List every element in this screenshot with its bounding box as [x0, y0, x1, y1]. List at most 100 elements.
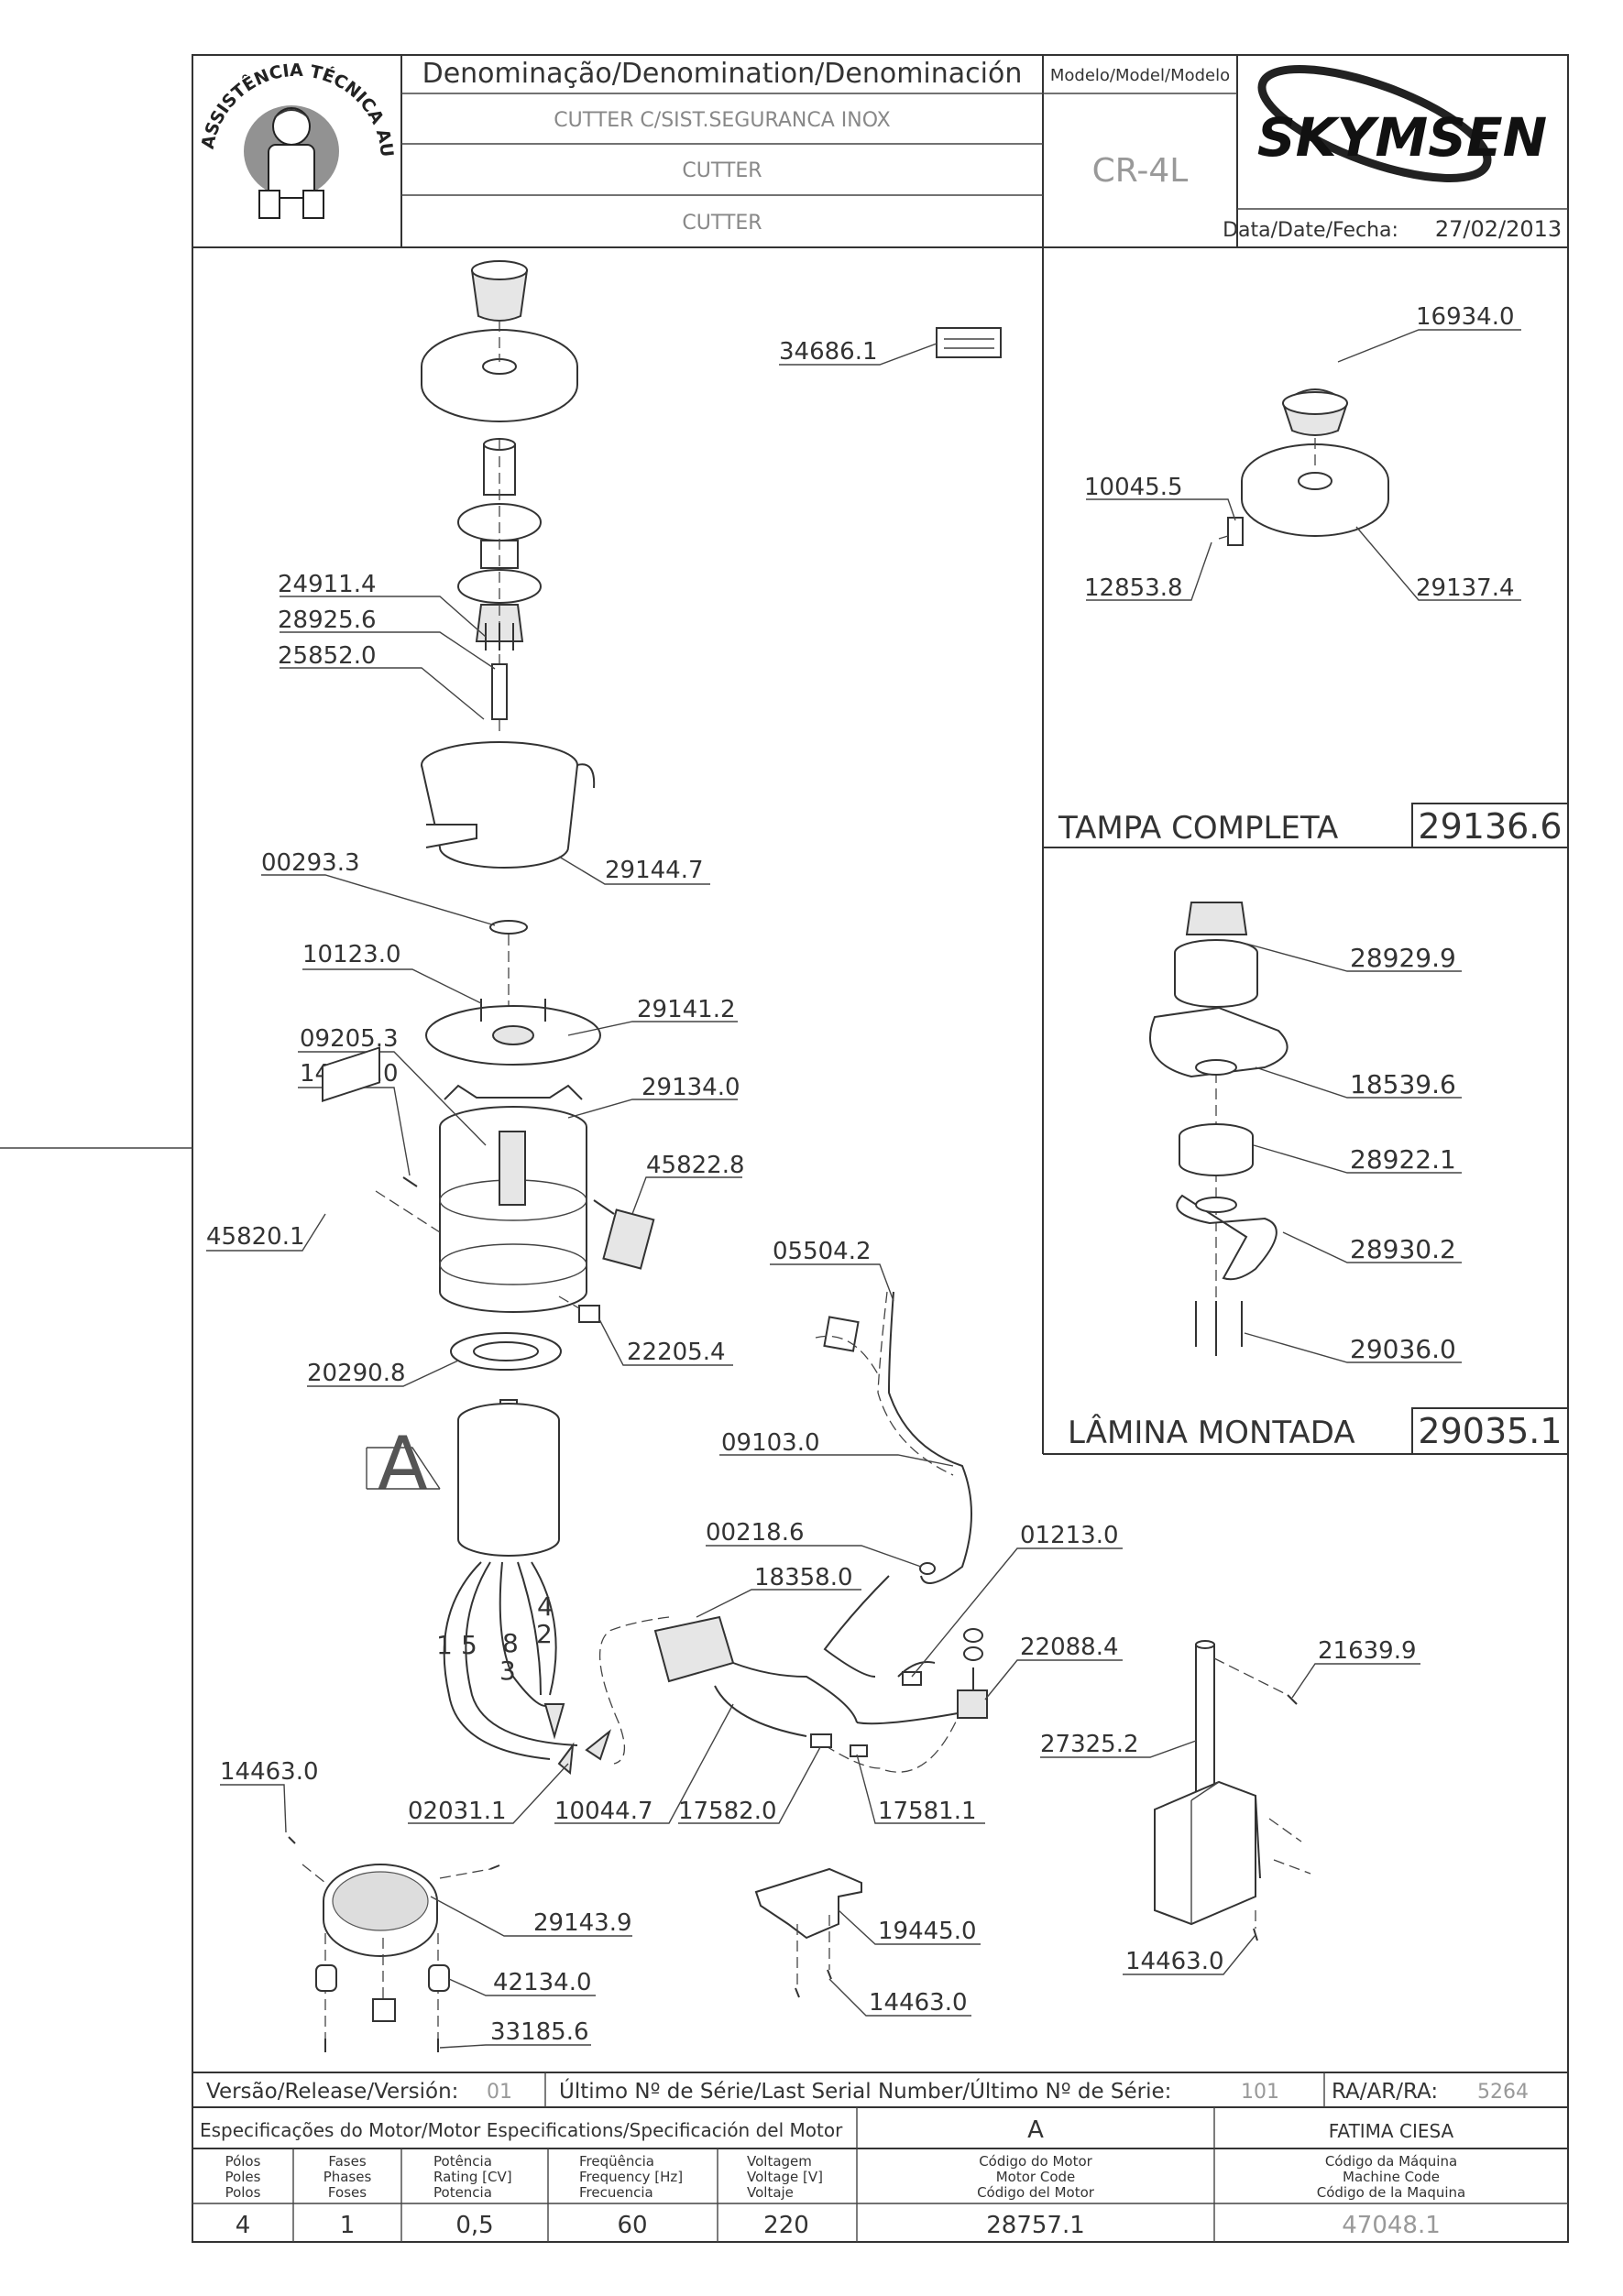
svg-text:Poles: Poles [225, 2169, 261, 2185]
machine-code-value: 47048.1 [1342, 2212, 1441, 2239]
svg-text:Código del Motor: Código del Motor [977, 2184, 1095, 2201]
part-21639: 21639.9 [1318, 1637, 1417, 1665]
part-34686: 34686.1 [779, 338, 878, 366]
part-45820: 45820.1 [206, 1223, 305, 1251]
svg-text:Frequency [Hz]: Frequency [Hz] [579, 2169, 683, 2185]
spec-col-frequency: Freqüência Frequency [Hz] Frecuencia 60 [579, 2153, 683, 2239]
svg-text:Potência: Potência [433, 2153, 492, 2170]
part-10044: 10044.7 [554, 1798, 653, 1825]
owner: FATIMA CIESA [1329, 2120, 1454, 2142]
ra-value: 5264 [1477, 2081, 1529, 2104]
motor-letter-footer: A [1027, 2116, 1044, 2144]
svg-text:Voltagem: Voltagem [747, 2153, 812, 2170]
part-28929: 28929.9 [1350, 943, 1456, 973]
seal-logo: ASSISTÊNCIA TÉCNICA AUTORIZADA [0, 0, 397, 219]
spec-col-poles: Pólos Poles Polos 4 [225, 2153, 261, 2239]
svg-text:Código do Motor: Código do Motor [979, 2153, 1092, 2170]
wire-3: 3 [499, 1656, 516, 1686]
wire-1: 1 [436, 1630, 453, 1660]
part-10123: 10123.0 [302, 941, 401, 968]
title-block: Denominação/Denomination/Denominación CU… [192, 55, 1568, 248]
brand-name: SKYMSEN [1257, 106, 1547, 169]
svg-text:Fases: Fases [328, 2153, 366, 2170]
part-42134: 42134.0 [493, 1969, 592, 1996]
lid-assembly-name: TAMPA COMPLETA [1058, 810, 1338, 847]
spec-col-motor-code: Código do Motor Motor Code Código del Mo… [977, 2153, 1095, 2239]
footer-table: Versão/Release/Versión: 01 Último Nº de … [192, 2072, 1568, 2242]
rating-value: 0,5 [455, 2212, 493, 2239]
part-29141: 29141.2 [637, 996, 736, 1023]
part-00293: 00293.3 [261, 849, 360, 877]
part-29143: 29143.9 [533, 1909, 632, 1937]
voltage-value: 220 [763, 2212, 809, 2239]
wire-8: 8 [502, 1628, 519, 1658]
part-09205: 09205.3 [300, 1025, 399, 1053]
part-22088: 22088.4 [1020, 1634, 1119, 1661]
spec-col-rating: Potência Rating [CV] Potencia 0,5 [433, 2153, 512, 2239]
part-20290: 20290.8 [307, 1360, 406, 1387]
svg-text:Voltaje: Voltaje [747, 2184, 794, 2201]
part-02031: 02031.1 [408, 1798, 507, 1825]
blade-assembly-panel: LÂMINA MONTADA 29035.1 28929.9 18539.6 2… [1068, 902, 1569, 1455]
part-29144: 29144.7 [605, 857, 704, 884]
part-17581: 17581.1 [878, 1798, 977, 1825]
poles-value: 4 [236, 2212, 251, 2239]
svg-text:Machine Code: Machine Code [1343, 2169, 1440, 2185]
svg-text:Foses: Foses [328, 2184, 367, 2201]
part-18358: 18358.0 [754, 1564, 853, 1591]
svg-text:Polos: Polos [225, 2184, 261, 2201]
spec-col-machine-code: Código da Máquina Machine Code Código de… [1317, 2153, 1465, 2239]
main-exploded-view: 24911.4 28925.6 25852.0 34686.1 29144.7 … [206, 260, 1420, 2052]
seal-text: ASSISTÊNCIA TÉCNICA AUTORIZADA [0, 0, 397, 159]
part-14463-c: 14463.0 [869, 1989, 968, 2017]
part-17582: 17582.0 [678, 1798, 777, 1825]
ra-label: RA/AR/RA: [1332, 2080, 1438, 2104]
blade-assembly-code: 29035.1 [1418, 1411, 1562, 1451]
part-18539: 18539.6 [1350, 1069, 1456, 1099]
part-27325: 27325.2 [1040, 1731, 1139, 1758]
part-29134: 29134.0 [642, 1074, 740, 1101]
version-label: Versão/Release/Versión: [206, 2080, 458, 2104]
part-22205: 22205.4 [627, 1339, 726, 1366]
denomination-label: Denominação/Denomination/Denominación [422, 58, 1023, 90]
lid-assembly-panel: TAMPA COMPLETA 29136.6 16934.0 10045.5 1… [1042, 247, 1569, 1455]
wire-2: 2 [536, 1619, 553, 1649]
part-29137: 29137.4 [1416, 574, 1515, 602]
blade-assembly-name: LÂMINA MONTADA [1068, 1414, 1355, 1451]
motor-code-value: 28757.1 [986, 2212, 1085, 2239]
part-25852: 25852.0 [278, 642, 377, 670]
wire-5: 5 [461, 1630, 477, 1660]
serial-label: Último Nº de Série/Last Serial Number/Úl… [559, 2078, 1171, 2104]
wire-4: 4 [537, 1591, 554, 1622]
part-00218: 00218.6 [706, 1519, 805, 1547]
svg-text:Pólos: Pólos [225, 2153, 261, 2170]
part-29036: 29036.0 [1350, 1334, 1456, 1364]
serial-value: 101 [1241, 2081, 1279, 2104]
part-14463-d: 14463.0 [1125, 1948, 1224, 1975]
svg-text:Código de la Maquina: Código de la Maquina [1317, 2184, 1465, 2201]
svg-text:Motor Code: Motor Code [996, 2169, 1076, 2185]
part-16934: 16934.0 [1416, 303, 1515, 331]
name-es: CUTTER [682, 212, 762, 235]
motor-letter: A [378, 1421, 428, 1506]
lid-assembly-code: 29136.6 [1418, 806, 1562, 847]
spec-col-voltage: Voltagem Voltage [V] Voltaje 220 [747, 2153, 823, 2239]
date-value: 27/02/2013 [1435, 216, 1562, 242]
model-value: CR-4L [1092, 152, 1189, 190]
svg-text:Potencia: Potencia [433, 2184, 492, 2201]
date-label: Data/Date/Fecha: [1223, 219, 1398, 242]
part-12853: 12853.8 [1084, 574, 1183, 602]
model-label: Modelo/Model/Modelo [1050, 66, 1230, 85]
version-value: 01 [487, 2081, 512, 2104]
frequency-value: 60 [617, 2212, 647, 2239]
svg-text:Frecuencia: Frecuencia [579, 2184, 653, 2201]
svg-text:Rating [CV]: Rating [CV] [433, 2169, 512, 2185]
name-en: CUTTER [682, 159, 762, 182]
part-09103: 09103.0 [721, 1429, 820, 1457]
part-01213: 01213.0 [1020, 1522, 1119, 1549]
part-19445: 19445.0 [878, 1918, 977, 1945]
name-pt: CUTTER C/SIST.SEGURANCA INOX [554, 109, 890, 132]
spec-col-phases: Fases Phases Foses 1 [324, 2153, 372, 2239]
part-14463-b: 14463.0 [220, 1758, 319, 1786]
